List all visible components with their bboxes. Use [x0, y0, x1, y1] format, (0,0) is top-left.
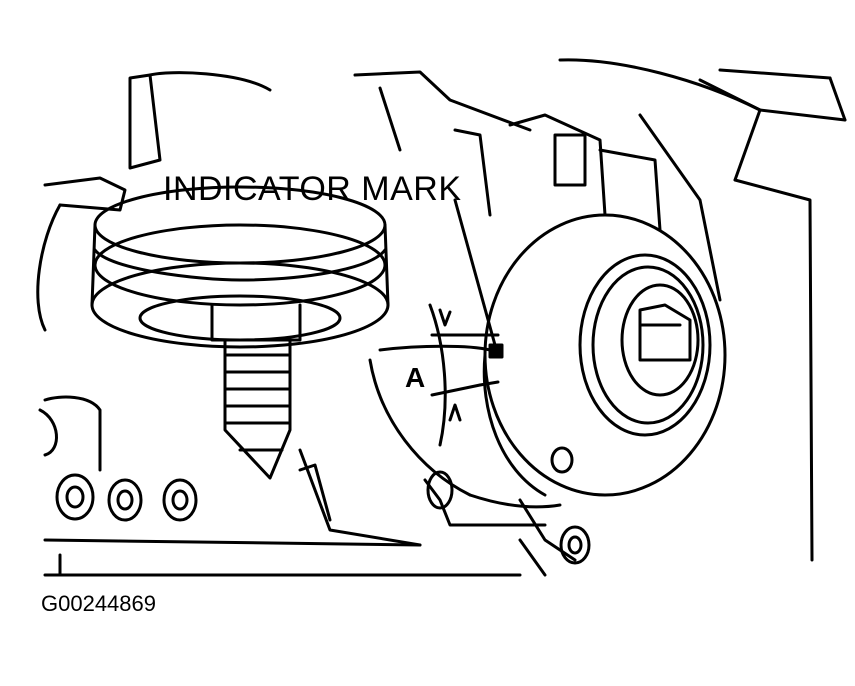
crank-pulley	[90, 185, 390, 349]
indicator-mark-label: INDICATOR MARK	[163, 170, 462, 208]
figure-id: G00244869	[41, 591, 156, 616]
dimension-a-arrows	[428, 303, 500, 447]
tensioner-pulley[interactable]	[482, 213, 727, 497]
tensioner-housing	[368, 113, 662, 577]
pulley-bolt[interactable]	[210, 303, 302, 480]
indicator-mark-leader	[453, 198, 504, 359]
dimension-a-label: A	[405, 362, 426, 393]
engine-block-outline	[36, 58, 847, 562]
lower-block	[38, 395, 522, 577]
